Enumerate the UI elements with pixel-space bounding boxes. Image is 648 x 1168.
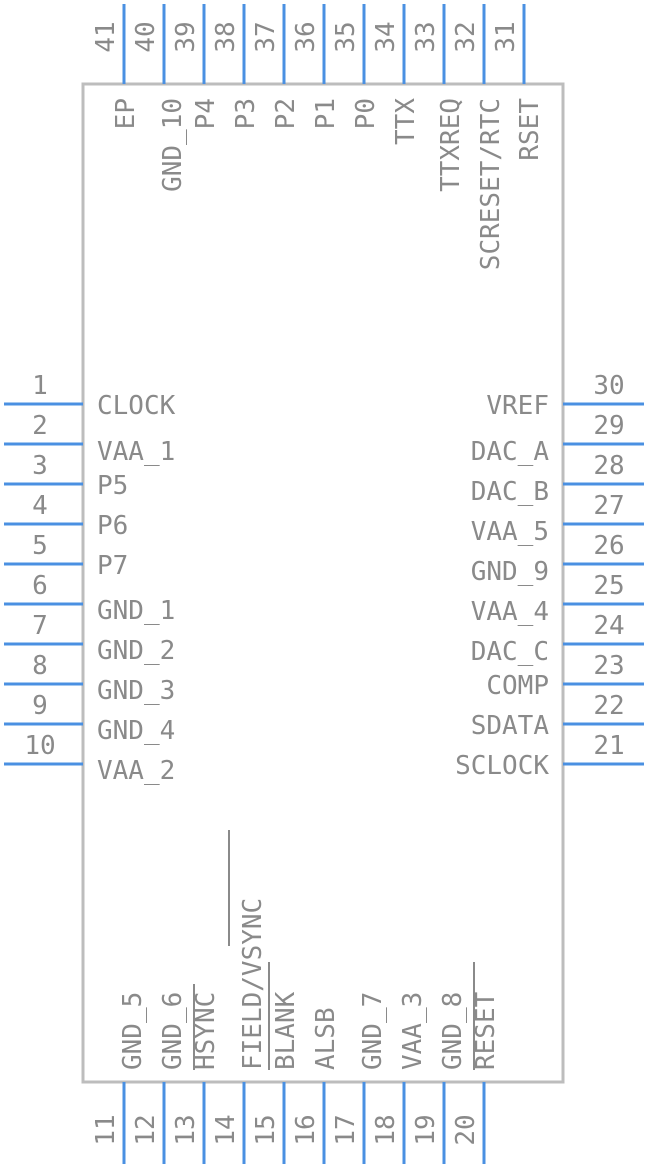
pin-26-number: 26 [593, 531, 624, 561]
pin-2-label: VAA_1 [97, 437, 175, 467]
pin-21-number: 21 [593, 731, 624, 761]
pin-35-label: P0 [351, 98, 381, 129]
pin-24-label: DAC_C [471, 637, 549, 667]
pin-39-label: P4 [191, 98, 221, 129]
pin-10-number: 10 [24, 731, 55, 761]
pin-13-number: 13 [171, 1114, 201, 1145]
pin-21-label: SCLOCK [455, 751, 549, 781]
pin-8-label: GND_3 [97, 676, 175, 706]
pin-40-number: 40 [131, 21, 161, 52]
pin-32-label: SCRESET/RTC [476, 98, 506, 270]
pin-17-number: 17 [331, 1114, 361, 1145]
pin-4-number: 4 [32, 491, 48, 521]
pin-22-label: SDATA [471, 711, 550, 741]
pin-37-number: 37 [251, 21, 281, 52]
pin-8-number: 8 [32, 651, 48, 681]
pin-41-number: 41 [91, 21, 121, 52]
pin-6-number: 6 [32, 571, 48, 601]
pin-5-number: 5 [32, 531, 48, 561]
left-pins: 1 CLOCK 2 VAA_1 3 P5 4 P6 5 P7 6 GND_1 7… [4, 371, 176, 786]
pin-35-number: 35 [331, 21, 361, 52]
pin-40-label: GND_10 [158, 98, 188, 192]
pin-1-number: 1 [32, 371, 48, 401]
pin-6-label: GND_1 [97, 596, 175, 626]
pin-28-label: DAC_B [471, 477, 549, 507]
pin-18-number: 18 [371, 1114, 401, 1145]
pin-14-label: FIELD/VSYNC [238, 898, 268, 1070]
pin-27-number: 27 [593, 491, 624, 521]
pin-4-label: P6 [97, 511, 128, 541]
pin-15-number: 15 [251, 1114, 281, 1145]
pin-9-label: GND_4 [97, 716, 175, 746]
pin-16-number: 16 [291, 1114, 321, 1145]
right-pins: 30 VREF 29 DAC_A 28 DAC_B 27 VAA_5 26 GN… [455, 371, 644, 781]
pin-23-number: 23 [593, 651, 624, 681]
pin-18-label: VAA_3 [398, 992, 428, 1070]
pin-5-label: P7 [97, 551, 128, 581]
pin-7-number: 7 [32, 611, 48, 641]
chip-body [81, 82, 565, 1084]
pin-20-number: 20 [451, 1114, 481, 1145]
pin-31-label: RSET [515, 98, 545, 161]
pin-41-label: EP [111, 98, 141, 129]
pin-11-label: GND_5 [118, 992, 148, 1070]
pin-13-label: HSYNC [191, 992, 221, 1070]
pin-39-number: 39 [171, 21, 201, 52]
pin-1-label: CLOCK [97, 391, 176, 421]
pin-37-label: P2 [271, 98, 301, 129]
pin-34-label: TTX [391, 98, 421, 145]
pin-29-number: 29 [593, 411, 624, 441]
pin-17-label: GND_7 [358, 992, 388, 1070]
pin-36-number: 36 [291, 21, 321, 52]
pin-7-label: GND_2 [97, 636, 175, 666]
pin-12-label: GND_6 [158, 992, 188, 1070]
pin-11-number: 11 [91, 1114, 121, 1145]
pin-32-number: 32 [451, 21, 481, 52]
pin-19-number: 19 [411, 1114, 441, 1145]
pin-28-number: 28 [593, 451, 624, 481]
pin-33-label: TTXREQ [436, 98, 466, 192]
pin-24-number: 24 [593, 611, 624, 641]
pin-10-label: VAA_2 [97, 756, 175, 786]
pin-23-label: COMP [486, 671, 549, 701]
pin-30-label: VREF [486, 391, 549, 421]
pin-36-label: P1 [311, 98, 341, 129]
pin-9-number: 9 [32, 691, 48, 721]
pin-16-label: ALSB [311, 1007, 341, 1070]
pin-3-label: P5 [97, 471, 128, 501]
bottom-pins: 11 GND_5 12 GND_6 13 HSYNC 14 FIELD/VSYN… [91, 830, 501, 1164]
pin-27-label: VAA_5 [471, 517, 549, 547]
pin-25-number: 25 [593, 571, 624, 601]
pin-29-label: DAC_A [471, 437, 550, 467]
pin-12-number: 12 [131, 1114, 161, 1145]
pin-38-number: 38 [211, 21, 241, 52]
top-pins: 41 EP 40 GND_10 39 P4 38 P3 37 P2 36 P1 … [91, 4, 545, 270]
pin-20-label: RESET [471, 991, 501, 1070]
pin-15-label: BLANK [271, 991, 301, 1070]
pin-38-label: P3 [231, 98, 261, 129]
pin-25-label: VAA_4 [471, 597, 549, 627]
pin-3-number: 3 [32, 451, 48, 481]
pin-2-number: 2 [32, 411, 48, 441]
pin-19-label: GND_8 [438, 992, 468, 1070]
pin-26-label: GND_9 [471, 557, 549, 587]
pin-31-number: 31 [491, 21, 521, 52]
pin-33-number: 33 [411, 21, 441, 52]
pin-22-number: 22 [593, 691, 624, 721]
pin-14-number: 14 [211, 1114, 241, 1145]
pin-30-number: 30 [593, 371, 624, 401]
pin-34-number: 34 [371, 21, 401, 52]
